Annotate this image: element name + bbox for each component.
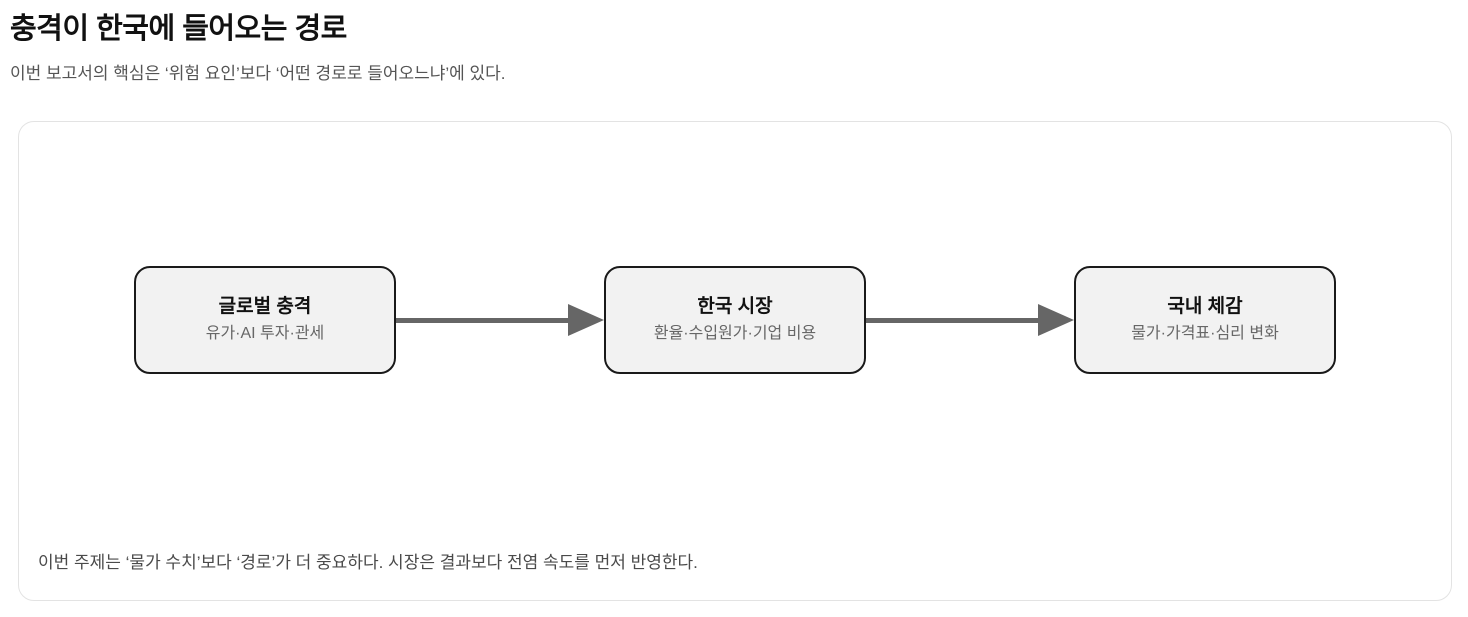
flow-diagram-panel: 글로벌 충격 유가·AI 투자·관세 한국 시장 환율·수입원가·기업 비용 국…: [18, 121, 1452, 601]
arrow-shaft: [396, 317, 569, 323]
flow-arrow-2: [866, 304, 1074, 336]
flow-node-global-shock: 글로벌 충격 유가·AI 투자·관세: [134, 266, 396, 374]
panel-note: 이번 주제는 ‘물가 수치’보다 ‘경로’가 더 중요하다. 시장은 결과보다 …: [38, 552, 698, 572]
flow-node-korea-market: 한국 시장 환율·수입원가·기업 비용: [604, 266, 866, 374]
page-subtitle: 이번 보고서의 핵심은 ‘위험 요인’보다 ‘어떤 경로로 들어오느냐’에 있다…: [10, 64, 506, 84]
flow-node-subtitle: 물가·가격표·심리 변화: [1131, 325, 1279, 343]
flow-node-domestic-feel: 국내 체감 물가·가격표·심리 변화: [1074, 266, 1336, 374]
flow-node-title: 글로벌 충격: [218, 296, 312, 318]
flow-node-title: 한국 시장: [697, 296, 773, 318]
flow-row: 글로벌 충격 유가·AI 투자·관세 한국 시장 환율·수입원가·기업 비용 국…: [19, 266, 1451, 374]
page-title: 충격이 한국에 들어오는 경로: [10, 13, 347, 45]
arrow-head-icon: [1038, 304, 1074, 336]
arrow-shaft: [866, 317, 1039, 323]
arrow-head-icon: [568, 304, 604, 336]
flow-node-subtitle: 환율·수입원가·기업 비용: [653, 325, 817, 343]
flow-node-subtitle: 유가·AI 투자·관세: [205, 325, 325, 343]
flow-arrow-1: [396, 304, 604, 336]
flow-node-title: 국내 체감: [1167, 296, 1243, 318]
